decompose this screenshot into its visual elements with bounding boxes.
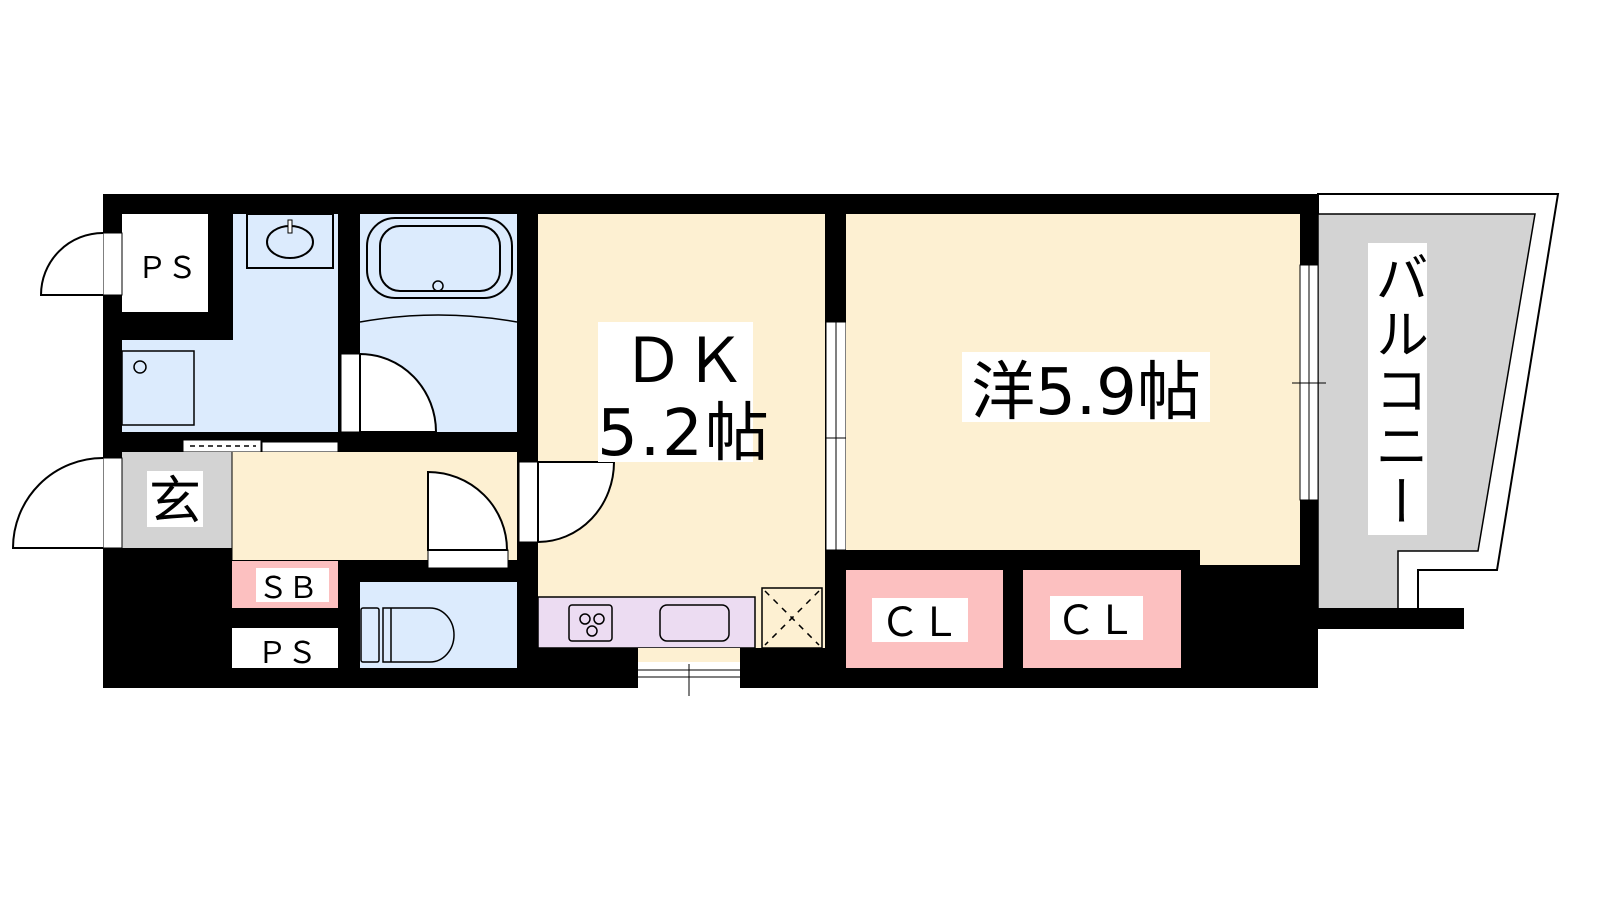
balcony-label: バルコニー: [1366, 250, 1429, 530]
bathtub-icon: [366, 217, 513, 299]
door-swing-icon: [537, 461, 616, 544]
ps-door-icon: [39, 232, 104, 296]
closet-2-label: ＣＬ: [1056, 598, 1136, 644]
washroom: [121, 213, 339, 453]
ps-top-label: ＰＳ: [137, 251, 197, 286]
ps-bottom-label: ＰＳ: [257, 636, 317, 671]
door-swing-icon: [359, 352, 438, 433]
entrance-door-icon: [11, 457, 104, 549]
entrance-label: 玄: [149, 472, 201, 532]
toilet-tank-icon: [360, 607, 380, 663]
stove-icon: [568, 604, 613, 642]
dk-label: ＤＫ: [622, 324, 746, 397]
dining-kitchen: [518, 214, 825, 696]
toilet-bowl-icon: [382, 607, 455, 663]
closet-1-label: ＣＬ: [880, 600, 960, 646]
sink: [246, 213, 334, 269]
pipe-space-bottom: [232, 628, 338, 668]
door-swing-icon: [427, 470, 509, 551]
sink-icon: [659, 604, 730, 642]
shoe-box-label: ＳＢ: [258, 571, 318, 606]
bathroom: [340, 214, 518, 433]
washing-machine: [121, 350, 195, 426]
pipe-space-top: [122, 214, 208, 312]
balcony: [1317, 193, 1560, 629]
western-room-label: 洋5.9帖: [971, 356, 1201, 430]
toilet: [360, 470, 517, 668]
dk-size-label: 5.2帖: [597, 397, 771, 471]
